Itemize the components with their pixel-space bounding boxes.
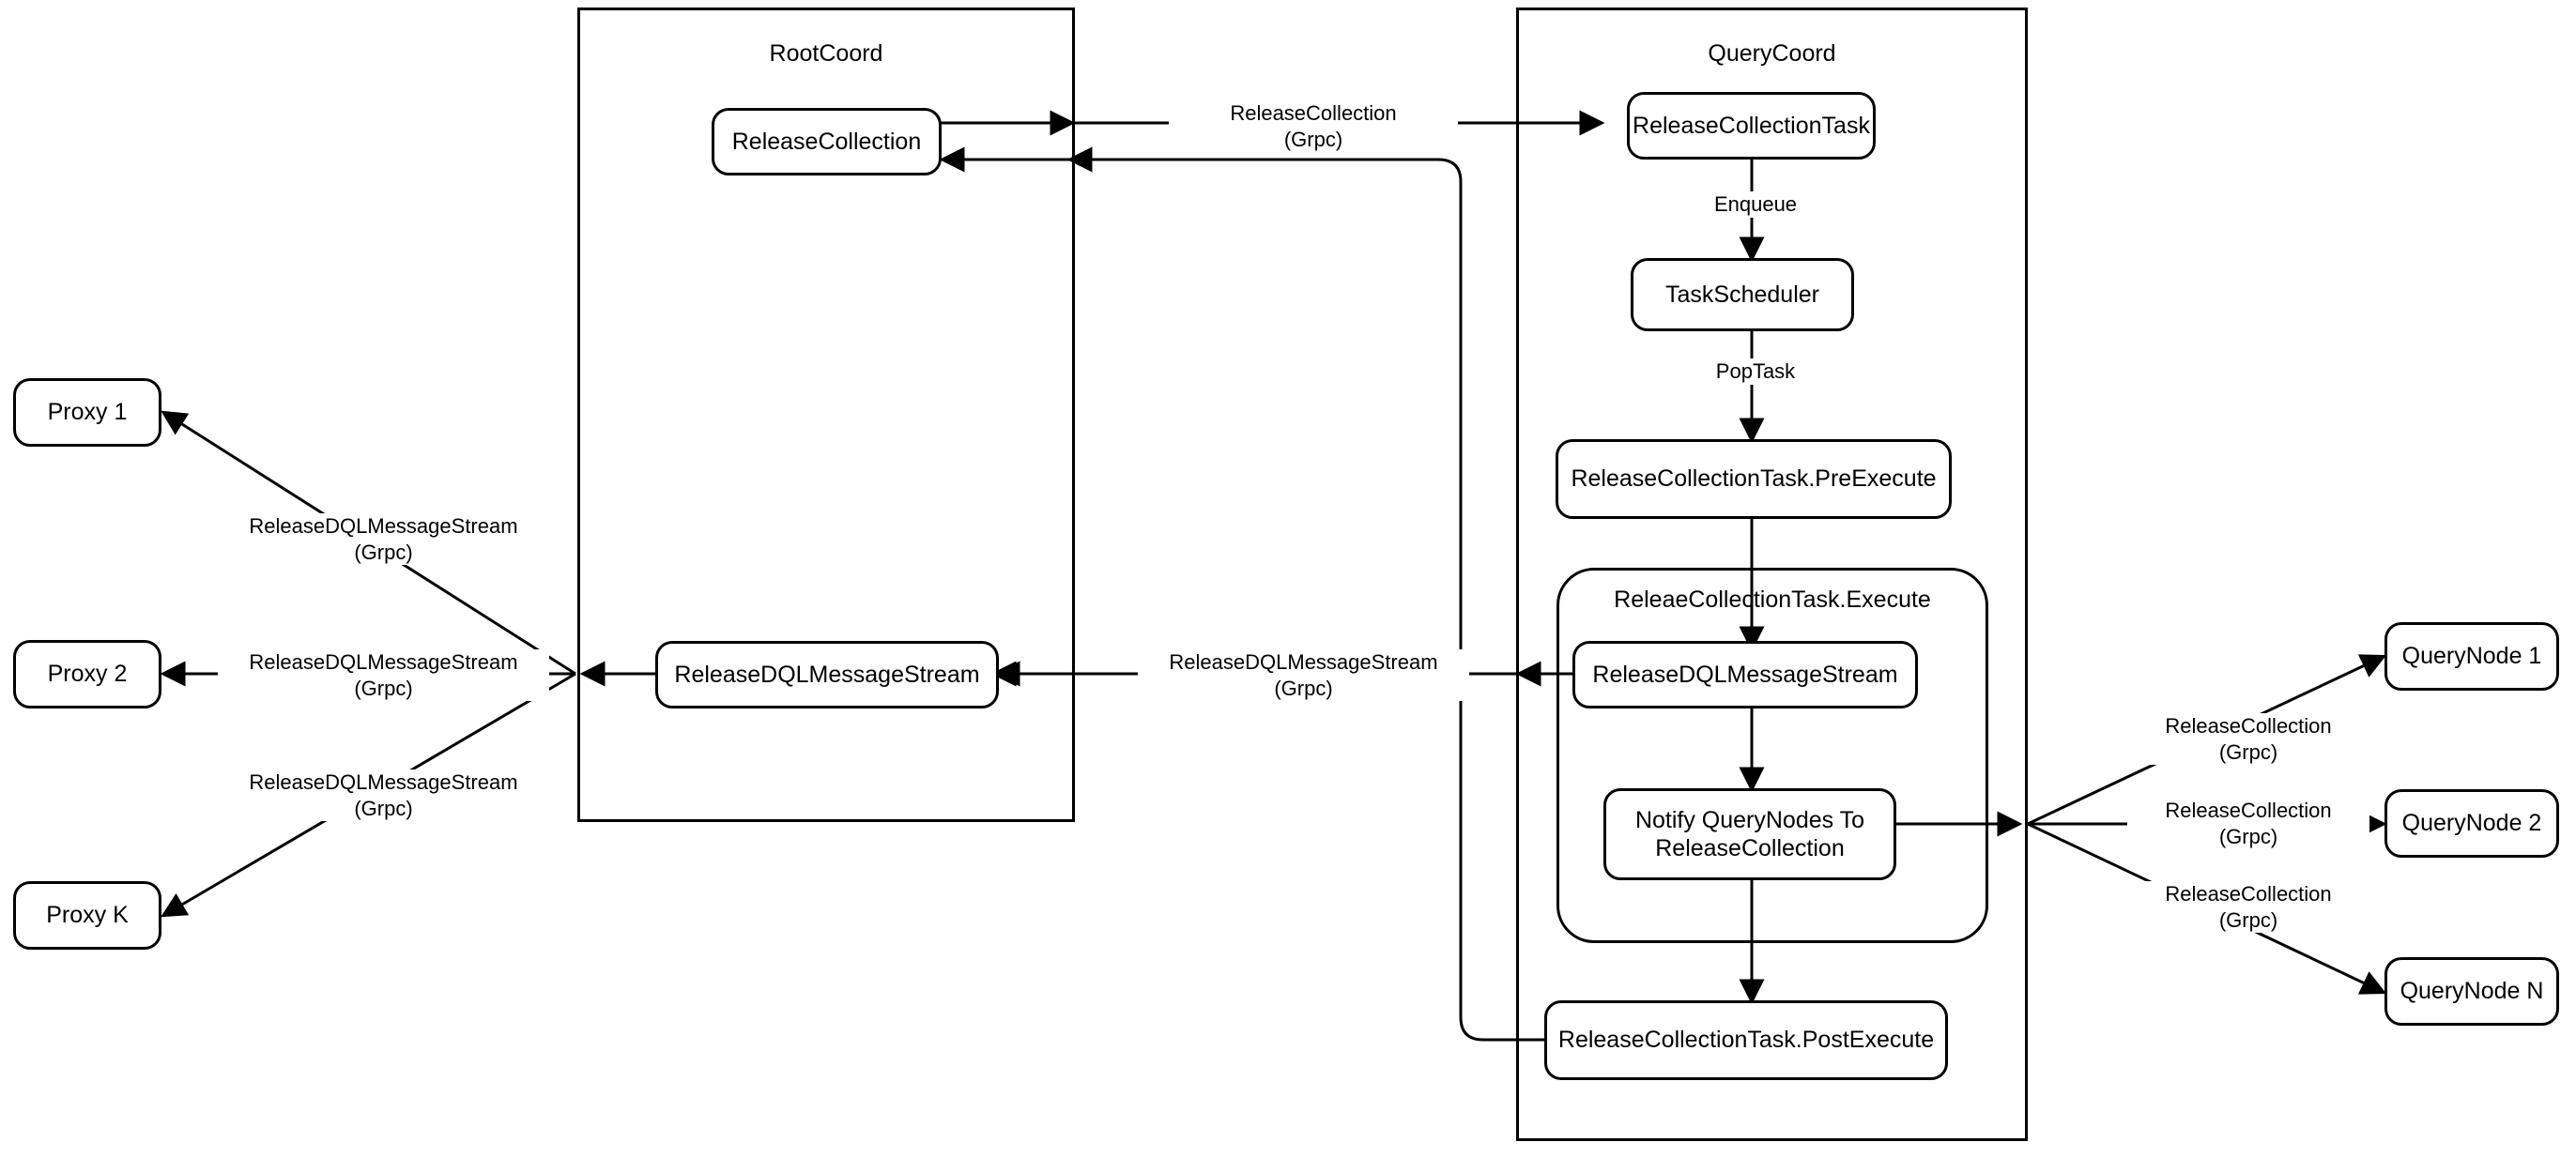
node-querynode-2-label: QueryNode 2 — [2401, 810, 2542, 837]
subgraph-execute-title: ReleaeCollectionTask.Execute — [1614, 586, 1931, 613]
edge-label-dql-grpc-proxyk-line1: ReleaseDQLMessageStream — [249, 770, 518, 794]
edge-label-dql-grpc-proxyk: ReleaseDQLMessageStream (Grpc) — [218, 769, 549, 821]
edge-label-dql-grpc-proxy1-line1: ReleaseDQLMessageStream — [249, 514, 518, 538]
edge-label-dql-grpc-middle: ReleaseDQLMessageStream (Grpc) — [1138, 649, 1469, 701]
container-querycoord — [1516, 8, 2028, 1141]
node-release-collection-task-preexecute[interactable]: ReleaseCollectionTask.PreExecute — [1556, 439, 1952, 519]
node-release-collection-task-preexecute-label: ReleaseCollectionTask.PreExecute — [1571, 465, 1937, 493]
edge-label-dql-grpc-proxy2-line1: ReleaseDQLMessageStream — [249, 650, 518, 674]
node-release-collection-task-postexecute-label: ReleaseCollectionTask.PostExecute — [1557, 1027, 1935, 1054]
node-proxy-k-label: Proxy K — [46, 902, 129, 929]
subgraph-execute — [1556, 568, 1988, 943]
node-proxy-1[interactable]: Proxy 1 — [13, 378, 161, 447]
node-querynode-1-label: QueryNode 1 — [2401, 643, 2542, 670]
edge-label-rc-grpc-querynode2: ReleaseCollection (Grpc) — [2127, 798, 2369, 849]
container-querycoord-title: QueryCoord — [1708, 40, 1836, 67]
edge-label-rc-grpc-querynode2-line1: ReleaseCollection — [2165, 799, 2332, 822]
edge-label-enqueue: Enqueue — [1677, 191, 1834, 218]
edge-label-releasecollection-grpc-top: ReleaseCollection (Grpc) — [1169, 100, 1458, 152]
node-querynode-2[interactable]: QueryNode 2 — [2384, 789, 2559, 858]
edge-label-rc-grpc-querynode1: ReleaseCollection (Grpc) — [2127, 713, 2369, 765]
edge-label-releasecollection-grpc-top-line1: ReleaseCollection — [1230, 101, 1397, 125]
node-proxy-2-label: Proxy 2 — [47, 661, 128, 688]
edge-postexecute-return-to-releasecollection — [939, 146, 1544, 1042]
edge-label-rc-grpc-querynode1-line2: (Grpc) — [2218, 739, 2278, 764]
node-root-release-dql-message-stream[interactable]: ReleaseDQLMessageStream — [655, 641, 999, 708]
edge-label-dql-grpc-proxy1-line2: (Grpc) — [354, 540, 413, 564]
node-release-collection-task[interactable]: ReleaseCollectionTask — [1627, 92, 1876, 160]
node-querynode-n-label: QueryNode N — [2400, 978, 2544, 1005]
node-task-scheduler[interactable]: TaskScheduler — [1631, 258, 1854, 331]
node-notify-querynodes-to-releasecollection-label: Notify QueryNodes To ReleaseCollection — [1634, 806, 1865, 862]
edge-label-rc-grpc-querynoden-line1: ReleaseCollection — [2165, 882, 2332, 906]
edge-label-dql-grpc-proxy1: ReleaseDQLMessageStream (Grpc) — [218, 513, 549, 565]
node-querynode-n[interactable]: QueryNode N — [2384, 957, 2559, 1026]
container-rootcoord-title: RootCoord — [769, 40, 883, 67]
node-qc-release-dql-message-stream-label: ReleaseDQLMessageStream — [1592, 661, 1898, 688]
node-root-release-collection[interactable]: ReleaseCollection — [712, 108, 942, 175]
node-proxy-k[interactable]: Proxy K — [13, 881, 161, 950]
node-qc-release-dql-message-stream[interactable]: ReleaseDQLMessageStream — [1572, 641, 1918, 708]
node-release-collection-task-postexecute[interactable]: ReleaseCollectionTask.PostExecute — [1544, 1000, 1948, 1080]
node-proxy-1-label: Proxy 1 — [47, 399, 128, 426]
node-proxy-2[interactable]: Proxy 2 — [13, 640, 161, 708]
node-release-collection-task-label: ReleaseCollectionTask — [1633, 112, 1870, 139]
container-rootcoord — [577, 8, 1075, 822]
edge-label-rc-grpc-querynode1-line1: ReleaseCollection — [2165, 714, 2332, 738]
edge-label-dql-grpc-proxy2-line2: (Grpc) — [354, 676, 413, 700]
edge-label-dql-grpc-middle-line2: (Grpc) — [1274, 676, 1333, 700]
edge-label-rc-grpc-querynode2-line2: (Grpc) — [2218, 824, 2278, 848]
edge-label-dql-grpc-proxy2: ReleaseDQLMessageStream (Grpc) — [218, 649, 549, 701]
node-root-release-dql-message-stream-label: ReleaseDQLMessageStream — [674, 661, 980, 688]
edge-label-poptask: PopTask — [1677, 358, 1834, 385]
node-notify-querynodes-to-releasecollection[interactable]: Notify QueryNodes To ReleaseCollection — [1603, 788, 1896, 880]
edge-label-rc-grpc-querynoden: ReleaseCollection (Grpc) — [2127, 881, 2369, 933]
edge-label-rc-grpc-querynoden-line2: (Grpc) — [2218, 907, 2278, 932]
edge-label-releasecollection-grpc-top-line2: (Grpc) — [1283, 127, 1343, 151]
node-task-scheduler-label: TaskScheduler — [1665, 281, 1819, 308]
node-querynode-1[interactable]: QueryNode 1 — [2384, 622, 2559, 691]
node-root-release-collection-label: ReleaseCollection — [731, 128, 922, 155]
edge-label-enqueue-text: Enqueue — [1713, 192, 1798, 216]
edge-label-dql-grpc-proxyk-line2: (Grpc) — [354, 796, 413, 820]
edge-label-dql-grpc-middle-line1: ReleaseDQLMessageStream — [1169, 650, 1438, 674]
edge-label-poptask-text: PopTask — [1715, 359, 1796, 383]
